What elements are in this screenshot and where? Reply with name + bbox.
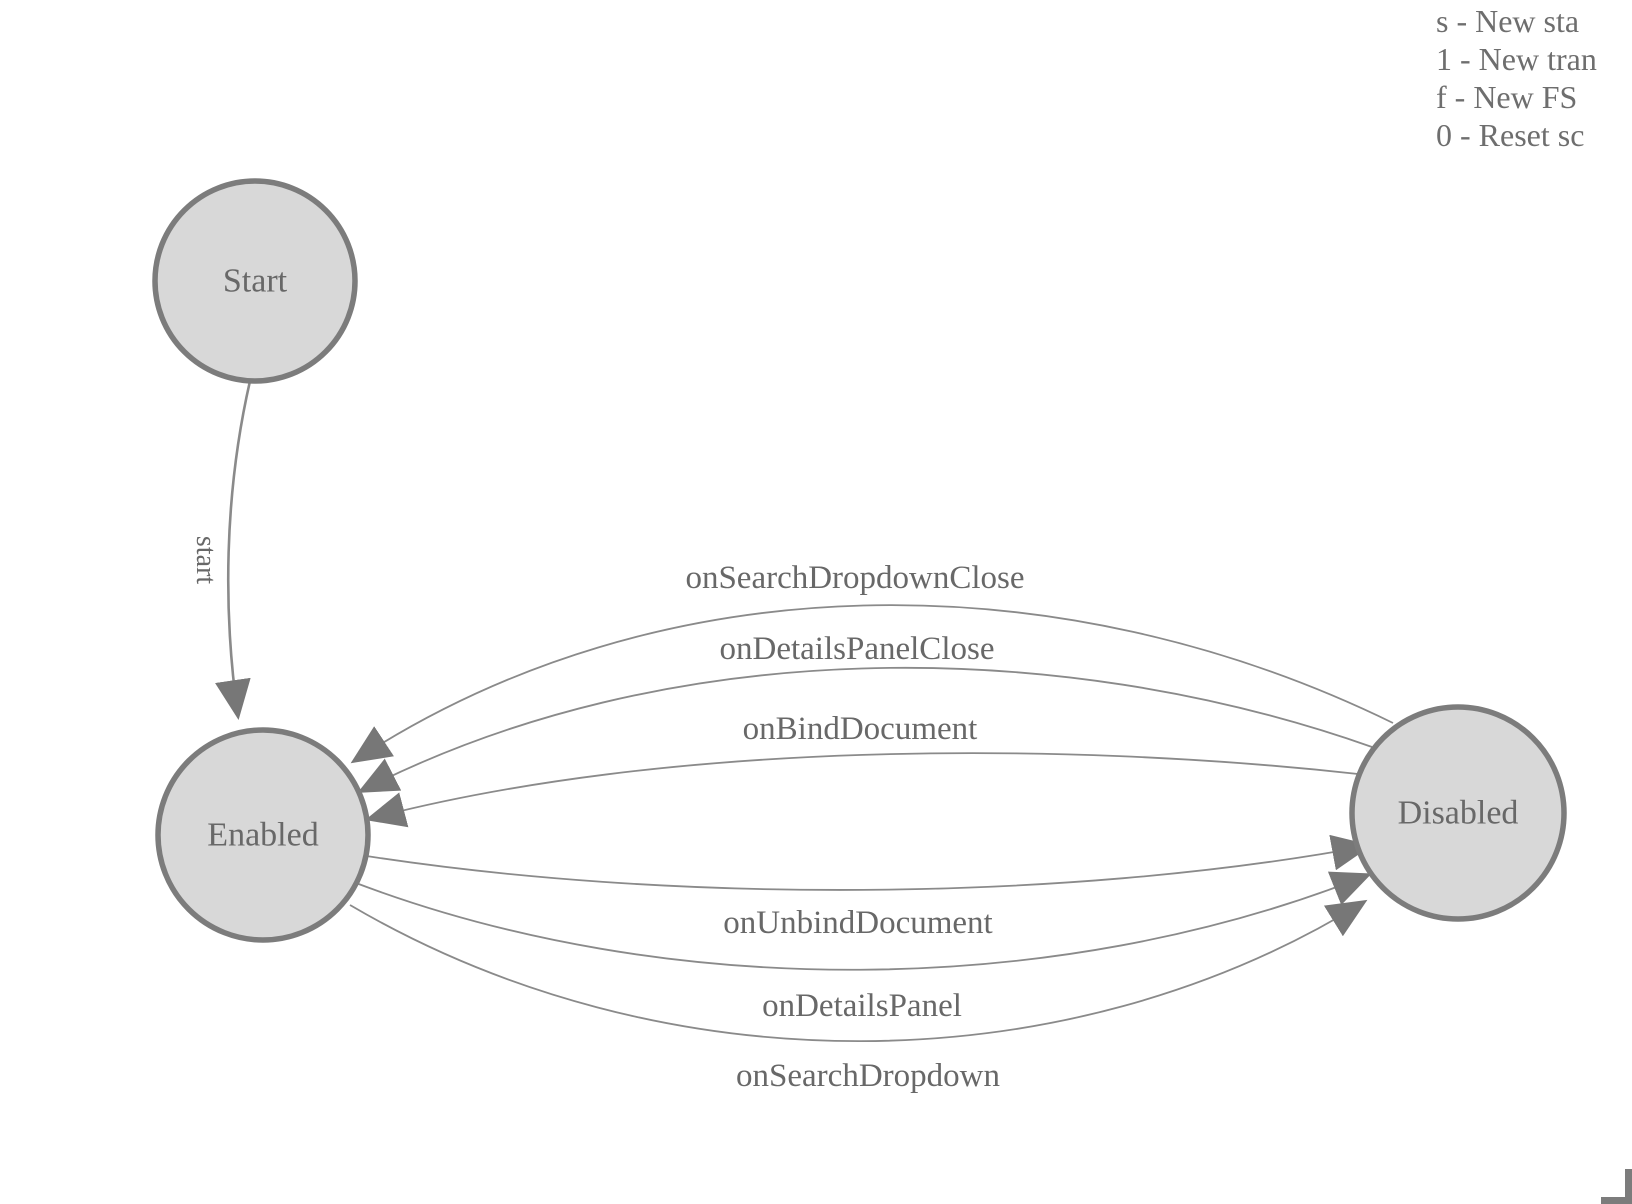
- hotkey-legend: s - New sta 1 - New tran f - New FS 0 - …: [1436, 2, 1597, 154]
- legend-line-new-fsm: f - New FS: [1436, 79, 1578, 115]
- transition-label-onBindDocument: onBindDocument: [743, 711, 978, 747]
- state-label-enabled: Enabled: [207, 817, 318, 854]
- transition-label-start: start: [190, 536, 221, 584]
- transition-label-onDetailsPanelClose: onDetailsPanelClose: [720, 631, 995, 667]
- legend-line-new-transition: 1 - New tran: [1436, 41, 1597, 77]
- transition-label-onSearchDropdown: onSearchDropdown: [736, 1058, 1000, 1094]
- state-node-disabled[interactable]: [1349, 704, 1567, 922]
- transition-edge-onSearchDropdown[interactable]: [349, 899, 1368, 1043]
- offscreen-box-corner-horizontal: [1601, 1197, 1632, 1204]
- state-label-disabled: Disabled: [1398, 795, 1519, 832]
- transition-edge-onSearchDropdownClose[interactable]: [350, 604, 1394, 764]
- transition-edge-onDetailsPanelClose[interactable]: [357, 666, 1373, 793]
- state-label-start: Start: [223, 263, 288, 300]
- transition-label-onSearchDropdownClose: onSearchDropdownClose: [685, 560, 1024, 596]
- legend-line-reset: 0 - Reset sc: [1436, 117, 1585, 153]
- legend-line-new-state: s - New sta: [1436, 3, 1580, 39]
- transition-edge-onUnbindDocument[interactable]: [359, 834, 1372, 891]
- state-node-start[interactable]: [152, 178, 358, 384]
- state-node-enabled[interactable]: [155, 727, 371, 943]
- transition-label-onDetailsPanel: onDetailsPanel: [762, 988, 962, 1024]
- transition-edge-start[interactable]: [215, 380, 252, 720]
- offscreen-box-corner-vertical: [1625, 1169, 1632, 1204]
- transition-edge-onBindDocument[interactable]: [365, 752, 1359, 828]
- transition-edge-onDetailsPanel[interactable]: [355, 871, 1372, 971]
- transition-label-onUnbindDocument: onUnbindDocument: [723, 905, 992, 941]
